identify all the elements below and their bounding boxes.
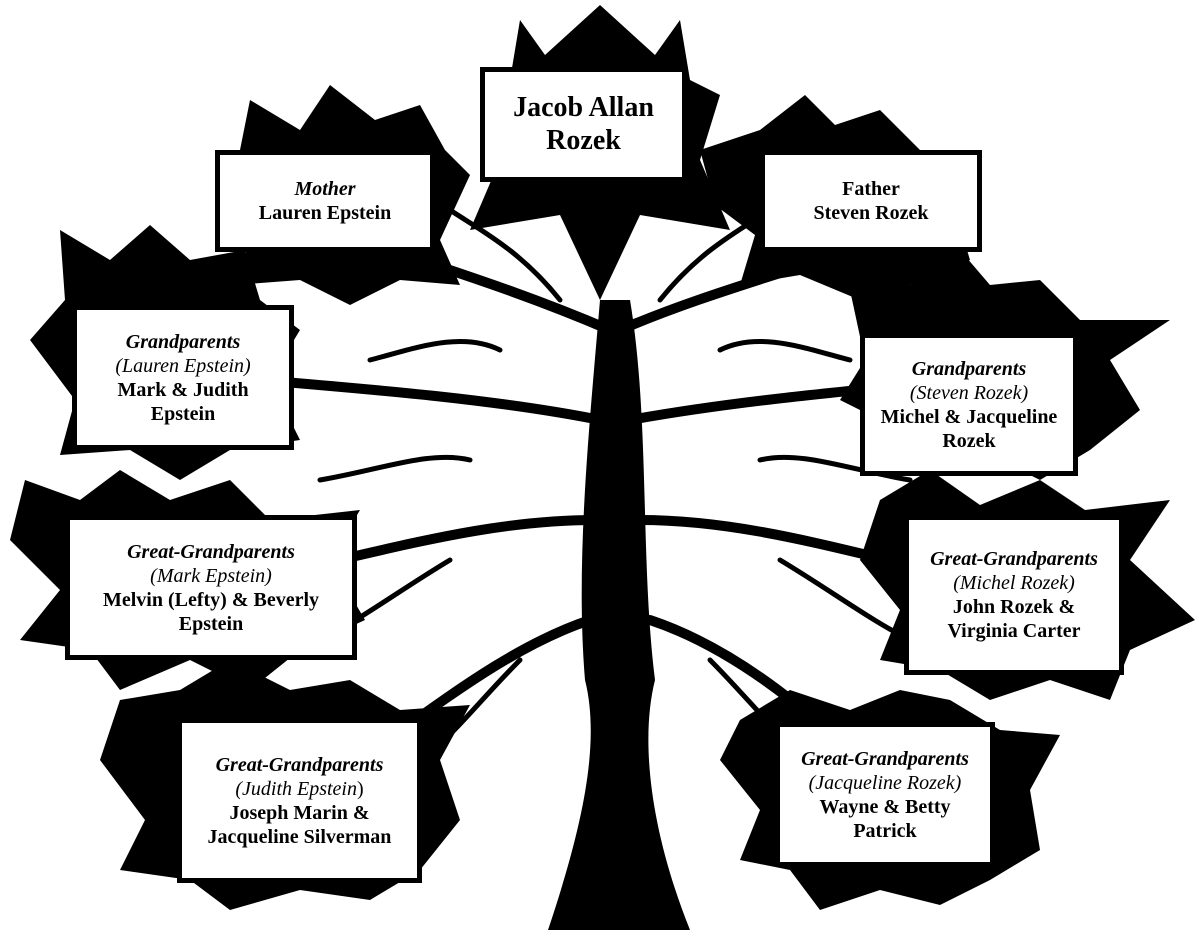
ggp-mark-via: (Mark Epstein) (150, 564, 272, 587)
root-name-line1: Jacob Allan (513, 92, 654, 124)
ggp-jacqueline-via: (Jacqueline Rozek) (808, 771, 962, 794)
ggp-michel-via: (Michel Rozek) (953, 572, 1075, 594)
father-label: Father (842, 178, 900, 200)
mother-label: Mother (294, 178, 356, 200)
father-name: Steven Rozek (813, 202, 929, 224)
grandparents-paternal-name-line2: Rozek (942, 429, 996, 452)
grandparents-paternal-name-line1: Michel & Jacqueline (880, 405, 1058, 428)
ggp-judith-label: Great-Grandparents (215, 753, 384, 776)
ggp-mark-label: Great-Grandparents (127, 540, 295, 563)
father-box: Father Steven Rozek (760, 150, 982, 252)
ggp-michel-name-line2: Virginia Carter (947, 620, 1081, 642)
ggp-judith-name-line1: Joseph Marin & (229, 801, 370, 824)
mother-box: Mother Lauren Epstein (215, 150, 435, 252)
mother-name: Lauren Epstein (258, 202, 392, 224)
grandparents-paternal-via: (Steven Rozek) (909, 381, 1029, 404)
root-person-box: Jacob Allan Rozek (480, 67, 687, 182)
ggp-judith-via-line: (Judith Epstein) (235, 777, 363, 801)
ggp-judith-name-line2: Jacqueline Silverman (207, 825, 392, 848)
ggp-mark-name-line1: Melvin (Lefty) & Beverly (102, 588, 320, 611)
tree-trunk (548, 300, 690, 930)
ggp-judith-via: (Judith Epstein (235, 777, 357, 800)
grandparents-maternal-name-line2: Epstein (150, 402, 216, 425)
grandparents-maternal-via: (Lauren Epstein) (115, 354, 251, 377)
grandparents-maternal-name-line1: Mark & Judith (117, 378, 249, 401)
ggp-jacqueline-name-line1: Wayne & Betty (819, 795, 951, 818)
ggp-michel-box: Great-Grandparents (Michel Rozek) John R… (904, 515, 1124, 675)
ggp-jacqueline-label: Great-Grandparents (801, 747, 969, 770)
ggp-mark-box: Great-Grandparents (Mark Epstein) Melvin… (65, 515, 357, 660)
ggp-judith-box: Great-Grandparents (Judith Epstein) Jose… (177, 718, 422, 883)
ggp-mark-name-line2: Epstein (178, 612, 244, 635)
root-name-line2: Rozek (546, 124, 621, 156)
ggp-judith-via-close: ) (356, 777, 364, 800)
ggp-jacqueline-name-line2: Patrick (853, 819, 917, 842)
grandparents-maternal-label: Grandparents (125, 330, 241, 353)
grandparents-maternal-box: Grandparents (Lauren Epstein) Mark & Jud… (72, 305, 294, 450)
ggp-jacqueline-box: Great-Grandparents (Jacqueline Rozek) Wa… (775, 722, 995, 867)
grandparents-paternal-box: Grandparents (Steven Rozek) Michel & Jac… (860, 333, 1078, 476)
ggp-michel-name-line1: John Rozek & (952, 596, 1076, 618)
ggp-michel-label: Great-Grandparents (930, 548, 1098, 570)
grandparents-paternal-label: Grandparents (911, 357, 1027, 380)
